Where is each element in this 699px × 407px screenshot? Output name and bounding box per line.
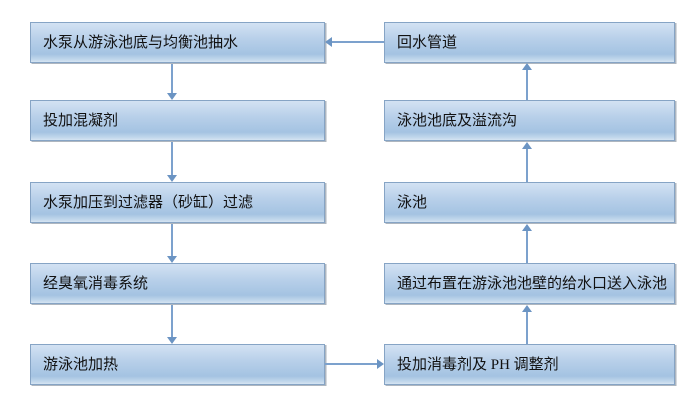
node-return-pipe-label: 回水管道 xyxy=(397,34,458,51)
node-disinfectant-ph-label: 投加消毒剂及 PH 调整剂 xyxy=(397,356,559,373)
arrow-up-icon xyxy=(522,63,532,70)
arrow-up-icon xyxy=(522,224,532,231)
node-disinfectant-ph: 投加消毒剂及 PH 调整剂 xyxy=(384,344,675,385)
node-pool-heating: 游泳池加热 xyxy=(30,344,325,385)
node-wall-inlet-label: 通过布置在游泳池池壁的给水口送入泳池 xyxy=(397,275,668,292)
arrow-left-icon xyxy=(325,37,332,47)
arrow-down-icon xyxy=(167,93,177,100)
node-pump-intake-label: 水泵从游泳池底与均衡池抽水 xyxy=(43,34,239,51)
node-wall-inlet: 通过布置在游泳池池壁的给水口送入泳池 xyxy=(384,263,675,304)
node-pool-heating-label: 游泳池加热 xyxy=(43,356,119,373)
node-pool: 泳池 xyxy=(384,182,675,223)
arrow-down-icon xyxy=(167,337,177,344)
node-add-coagulant: 投加混凝剂 xyxy=(30,100,325,141)
arrow-up-icon xyxy=(522,142,532,149)
arrow-down-icon xyxy=(167,175,177,182)
arrow-up-icon xyxy=(522,305,532,312)
node-pressurize-sand-filter: 水泵加压到过滤器（砂缸）过滤 xyxy=(30,182,325,223)
node-pool-bottom-overflow: 泳池池底及溢流沟 xyxy=(384,100,675,141)
node-pool-label: 泳池 xyxy=(397,194,428,211)
node-ozone-disinfection: 经臭氧消毒系统 xyxy=(30,263,325,304)
node-pool-bottom-overflow-label: 泳池池底及溢流沟 xyxy=(397,112,518,129)
arrow-down-icon xyxy=(167,256,177,263)
node-ozone-disinfection-label: 经臭氧消毒系统 xyxy=(43,275,149,292)
node-return-pipe: 回水管道 xyxy=(384,22,675,63)
node-pump-intake: 水泵从游泳池底与均衡池抽水 xyxy=(30,22,325,63)
arrow-right-icon xyxy=(377,359,384,369)
node-pressurize-sand-filter-label: 水泵加压到过滤器（砂缸）过滤 xyxy=(43,194,254,211)
node-add-coagulant-label: 投加混凝剂 xyxy=(43,112,119,129)
